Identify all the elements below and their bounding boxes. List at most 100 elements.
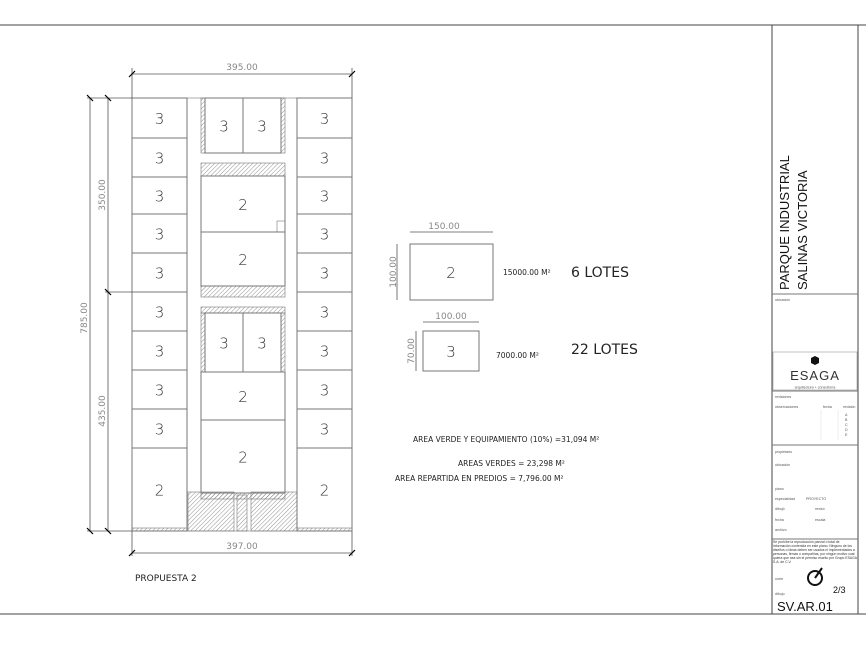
lot-middle-lower-1: 2 <box>200 371 286 421</box>
hatched-green-area <box>200 162 286 177</box>
lot-right-4: 3 <box>296 213 353 254</box>
revision-letter: A <box>845 413 848 417</box>
lot-number: 3 <box>257 335 267 353</box>
title-block: PARQUE INDUSTRIAL SALINAS VICTORIA ubica… <box>771 24 859 615</box>
north-arrow-icon <box>807 567 823 586</box>
project-title-line-1: PARQUE INDUSTRIAL <box>777 155 792 290</box>
lot-number: 3 <box>155 421 165 439</box>
hatched-green-area <box>296 527 353 532</box>
dimension-top: 395.00 <box>128 63 356 98</box>
summary-green-equipment: AREA VERDE Y EQUIPAMIENTO (10%) =31,094 … <box>413 435 599 444</box>
location2-label: ubicación <box>775 463 790 467</box>
lot-number: 2 <box>238 196 248 214</box>
lot-number: 2 <box>238 449 248 467</box>
date-label: fecha <box>775 518 784 522</box>
hatched-green-area <box>280 312 286 373</box>
owner-label: propietario <box>775 450 792 454</box>
legend-type-3-area: 7000.00 M² <box>496 351 539 360</box>
lot-number: 3 <box>155 110 165 128</box>
lot-left-7: 3 <box>131 330 188 371</box>
dimension-upper-height-label: 350.00 <box>98 179 108 211</box>
legend-lot-type-2: 150.00 100.00 2 15000.00 M² 6 LOTES <box>389 222 629 301</box>
utility-box <box>276 220 286 233</box>
dimension-upper-height: 350.00 435.00 <box>98 94 132 535</box>
observations-label: observaciones <box>775 405 798 409</box>
dimension-bottom: 397.00 <box>128 531 356 557</box>
hatched-green-area <box>200 285 286 298</box>
revision-letter: E <box>845 433 848 437</box>
lot-middle-top-1: 3 <box>204 97 244 154</box>
lot-left-8: 3 <box>131 369 188 410</box>
legend-lot-type-3: 100.00 70.00 3 7000.00 M² 22 LOTES <box>407 312 638 372</box>
legend-type-2-height: 100.00 <box>389 256 399 288</box>
lot-middle-top-2: 3 <box>242 97 282 154</box>
dimension-top-label: 395.00 <box>226 63 258 73</box>
lot-left-3: 3 <box>131 176 188 215</box>
specialty-label: especialidad <box>775 497 795 501</box>
hatched-green-area <box>250 491 298 532</box>
lot-number: 3 <box>320 304 330 322</box>
lot-number: 3 <box>320 188 330 206</box>
lot-outline <box>242 97 282 154</box>
dimension-bottom-label: 397.00 <box>226 542 258 552</box>
project-title-line-2: SALINAS VICTORIA <box>795 170 810 290</box>
lot-number: 3 <box>257 118 267 136</box>
logo-box <box>772 351 858 391</box>
hatched-green-area <box>187 491 235 532</box>
hatched-green-area <box>236 494 248 532</box>
legend-type-3-height: 70.00 <box>407 338 417 364</box>
scale-label: escala <box>815 518 825 522</box>
lot-middle-upper-1: 2 <box>200 175 286 233</box>
lot-number: 3 <box>155 343 165 361</box>
specialty-value: PROYECTO <box>806 497 826 501</box>
company-tagline: arquitectura + consultoría <box>795 386 836 390</box>
drawing-label: dibujo <box>775 592 785 596</box>
legend-type-2-label: 2 <box>446 264 456 282</box>
legend-type-3-width: 100.00 <box>435 312 467 322</box>
lot-right-8: 3 <box>296 369 353 410</box>
hatched-green-area <box>200 306 286 314</box>
revision-letter: B <box>845 418 848 422</box>
company-name: ESAGA <box>790 368 840 383</box>
lot-right-2: 3 <box>296 137 353 178</box>
lot-number: 3 <box>155 265 165 283</box>
file-label: archivo <box>775 528 787 532</box>
lot-number: 2 <box>320 482 330 500</box>
lot-left-5: 3 <box>131 252 188 293</box>
reviewed-label: revisó <box>815 507 825 511</box>
legend-type-2-width: 150.00 <box>428 222 460 232</box>
lot-number: 3 <box>320 265 330 283</box>
summary-green-areas: AREAS VERDES = 23,298 M² <box>458 459 565 468</box>
lot-number: 2 <box>155 482 165 500</box>
disclaimer-text: Se prohíbe la reproducción parcial o tot… <box>773 540 857 564</box>
revisions-label: revisiones <box>775 395 791 399</box>
lot-right-6: 3 <box>296 291 353 332</box>
lot-number: 3 <box>155 150 165 168</box>
legend-type-3-label: 3 <box>446 343 456 361</box>
lot-right-9: 3 <box>296 408 353 449</box>
hatched-green-area <box>131 527 188 532</box>
lot-number: 3 <box>155 226 165 244</box>
lot-right-10: 2 <box>296 447 353 532</box>
lot-middle-upper-2: 2 <box>200 231 286 287</box>
lot-right-7: 3 <box>296 330 353 371</box>
dimension-total-height-label: 785.00 <box>80 302 90 334</box>
hatched-green-area <box>200 312 206 373</box>
lot-middle-mid-1: 3 <box>204 312 244 373</box>
sheet-number: 2/3 <box>833 585 846 595</box>
lot-number: 3 <box>219 118 229 136</box>
lot-left-4: 3 <box>131 213 188 254</box>
revision-letter: D <box>845 428 848 432</box>
lot-number: 3 <box>155 304 165 322</box>
lot-middle-mid-2: 3 <box>242 312 282 373</box>
north-label: norte <box>775 577 783 581</box>
lot-right-1: 3 <box>296 97 353 139</box>
lot-number: 3 <box>320 150 330 168</box>
revision-label: revisión <box>843 405 855 409</box>
lot-left-6: 3 <box>131 291 188 332</box>
lot-number: 3 <box>320 421 330 439</box>
lot-left-1: 3 <box>131 97 188 139</box>
lot-left-9: 3 <box>131 408 188 449</box>
dimension-total-height: 785.00 <box>80 94 132 535</box>
